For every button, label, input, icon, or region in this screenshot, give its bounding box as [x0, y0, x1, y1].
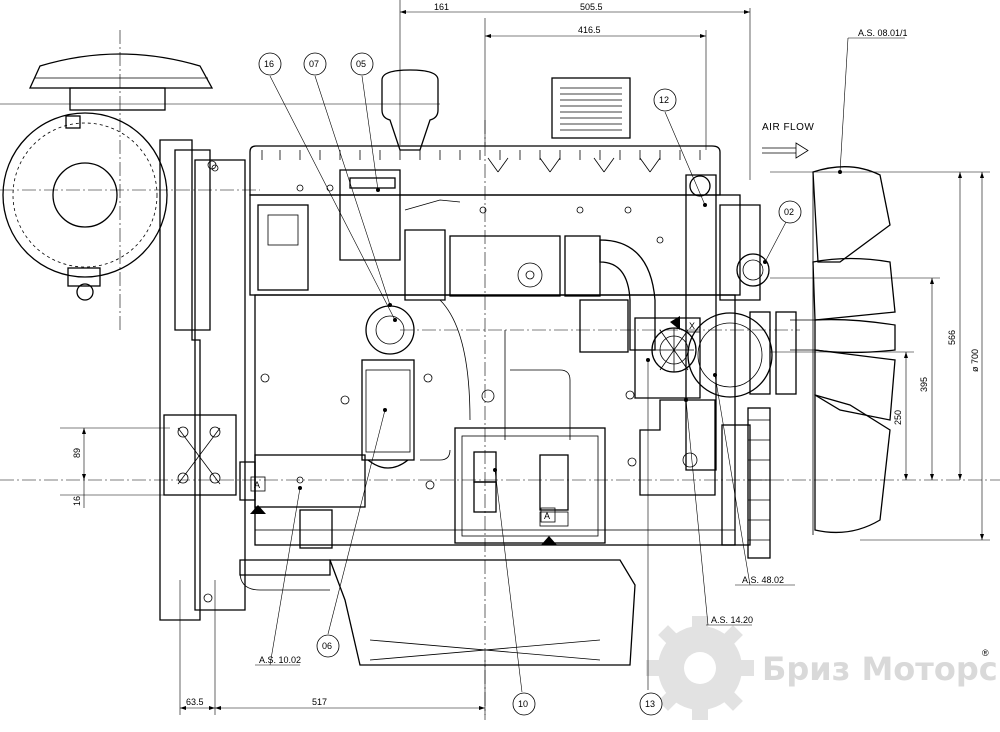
airflow-arrow-icon	[762, 142, 809, 159]
dim-63-5: 63.5	[186, 697, 204, 707]
dim-566: 566	[947, 330, 957, 345]
callout-10: 10	[518, 699, 528, 709]
callout-07: 07	[309, 59, 319, 69]
callout-06: 06	[322, 641, 332, 651]
datum-triangle-icon	[541, 536, 557, 545]
marker-a2: A	[544, 511, 550, 521]
callout-13: 13	[645, 699, 655, 709]
label-as-48: A.S. 48.02	[742, 575, 784, 585]
datum-triangle-icon	[670, 316, 680, 330]
dim-416-5: 416.5	[578, 25, 601, 35]
dim-16: 16	[72, 496, 82, 506]
dimension-lines	[60, 0, 990, 715]
callout-02: 02	[784, 207, 794, 217]
air-flow: AIR FLOW	[762, 122, 814, 159]
dim-505-5: 505.5	[580, 2, 603, 12]
callout-05: 05	[356, 59, 366, 69]
callout-12: 12	[659, 95, 669, 105]
dim-517: 517	[312, 697, 327, 707]
flywheel-housing	[159, 139, 246, 621]
dim-250: 250	[893, 410, 903, 425]
marker-a1: A	[254, 480, 260, 490]
air-filter	[0, 53, 440, 301]
watermark: Бриз Моторс ®	[646, 616, 998, 720]
dim-161: 161	[434, 2, 449, 12]
marker-x: X	[689, 321, 695, 331]
watermark-gear-icon	[646, 616, 754, 720]
center-lines	[0, 30, 1000, 720]
dim-700: ø 700	[970, 349, 980, 372]
fan	[775, 166, 896, 535]
callout-16: 16	[264, 59, 274, 69]
markers: A A X	[250, 316, 701, 545]
dim-89: 89	[72, 448, 82, 458]
airflow-label: AIR FLOW	[762, 122, 814, 133]
datum-triangle-icon	[250, 505, 266, 514]
as-labels: A.S. 08.01/1 A.S. 48.02 A.S. 14.20 A.S. …	[255, 28, 908, 666]
label-as-10: A.S. 10.02	[259, 655, 301, 665]
engine-block	[211, 69, 773, 666]
dim-395: 395	[919, 377, 929, 392]
watermark-text: Бриз Моторс	[762, 650, 998, 688]
label-as-fan: A.S. 08.01/1	[858, 28, 908, 38]
label-as-14: A.S. 14.20	[711, 615, 753, 625]
watermark-reg: ®	[982, 648, 989, 658]
callouts: 16 07 05 12 02 06 10 13	[258, 37, 849, 716]
dimension-texts: 161 505.5 416.5 566 ø 700 395 250 89 16 …	[72, 2, 980, 707]
